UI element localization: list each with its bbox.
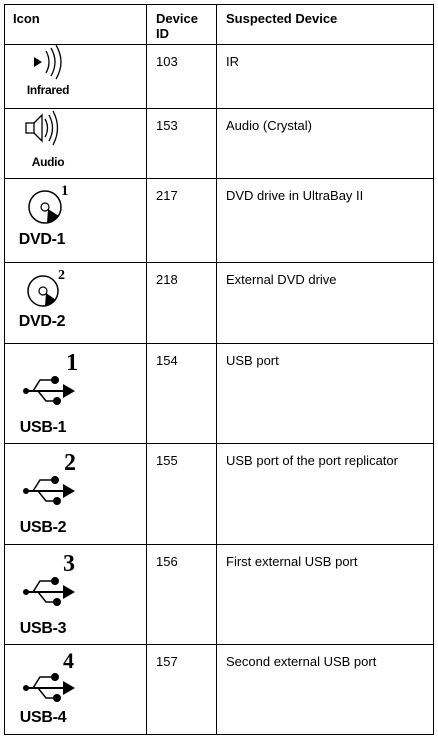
icon-cell: 3 USB-3 — [4, 544, 147, 645]
device-id-cell: 103 — [146, 44, 217, 109]
suspected-device-cell: IR — [216, 44, 434, 109]
table-row: 1 DVD-1 217 DVD drive in UltraBay II — [4, 178, 434, 263]
icon-caption: USB-2 — [19, 519, 67, 536]
suspected-device-cell: External DVD drive — [216, 262, 434, 344]
usb-icon: 2 — [23, 450, 76, 505]
table-row: 2 USB-2 155 USB port of the port replica… — [4, 443, 434, 545]
icon-cell: Infrared — [4, 44, 147, 109]
suspected-device-cell: USB port of the port replicator — [216, 443, 434, 545]
usb-number: 1 — [66, 350, 78, 376]
infrared-icon — [34, 44, 62, 80]
icon-cell: Audio — [4, 108, 147, 179]
icon-cell: 2 USB-2 — [4, 443, 147, 545]
icon-caption: USB-4 — [19, 709, 67, 726]
icon-caption: Audio — [31, 155, 65, 169]
dvd-number: 2 — [58, 268, 65, 283]
usb-number: 2 — [64, 450, 76, 476]
device-id-cell: 155 — [146, 443, 217, 545]
audio-icon — [25, 110, 59, 146]
table-row: 2 DVD-2 218 External DVD drive — [4, 262, 434, 344]
header-icon: Icon — [4, 4, 147, 45]
icon-caption: DVD-2 — [18, 313, 66, 330]
dvd-number: 1 — [61, 183, 69, 199]
icon-cell: 4 USB-4 — [4, 644, 147, 735]
device-id-cell: 156 — [146, 544, 217, 645]
usb-number: 3 — [63, 551, 75, 577]
icon-caption: USB-1 — [19, 419, 67, 436]
usb-number: 4 — [63, 648, 74, 673]
table-row: Audio 153 Audio (Crystal) — [4, 108, 434, 179]
icon-cell: 1 USB-1 — [4, 343, 147, 444]
device-id-cell: 153 — [146, 108, 217, 179]
icon-caption: USB-3 — [19, 620, 67, 637]
table-row: Infrared 103 IR — [4, 44, 434, 109]
dvd-icon: 2 — [27, 268, 65, 307]
suspected-device-cell: First external USB port — [216, 544, 434, 645]
device-id-cell: 217 — [146, 178, 217, 263]
table-row: 3 USB-3 156 First external USB port — [4, 544, 434, 645]
dvd-icon: 1 — [28, 183, 69, 224]
usb-icon: 1 — [23, 350, 78, 405]
usb-icon: 3 — [23, 551, 75, 606]
icon-caption: DVD-1 — [18, 231, 66, 248]
suspected-device-cell: USB port — [216, 343, 434, 444]
suspected-device-cell: Second external USB port — [216, 644, 434, 735]
suspected-device-cell: Audio (Crystal) — [216, 108, 434, 179]
suspected-device-cell: DVD drive in UltraBay II — [216, 178, 434, 263]
header-suspected-device: Suspected Device — [216, 4, 434, 45]
icon-caption: Infrared — [26, 83, 70, 97]
device-id-cell: 154 — [146, 343, 217, 444]
icon-cell: 1 DVD-1 — [4, 178, 147, 263]
table-row: 4 USB-4 157 Second external USB port — [4, 644, 434, 735]
table-row: 1 USB-1 154 USB port — [4, 343, 434, 444]
icon-cell: 2 DVD-2 — [4, 262, 147, 344]
usb-icon: 4 — [23, 648, 75, 702]
device-id-cell: 218 — [146, 262, 217, 344]
device-id-cell: 157 — [146, 644, 217, 735]
